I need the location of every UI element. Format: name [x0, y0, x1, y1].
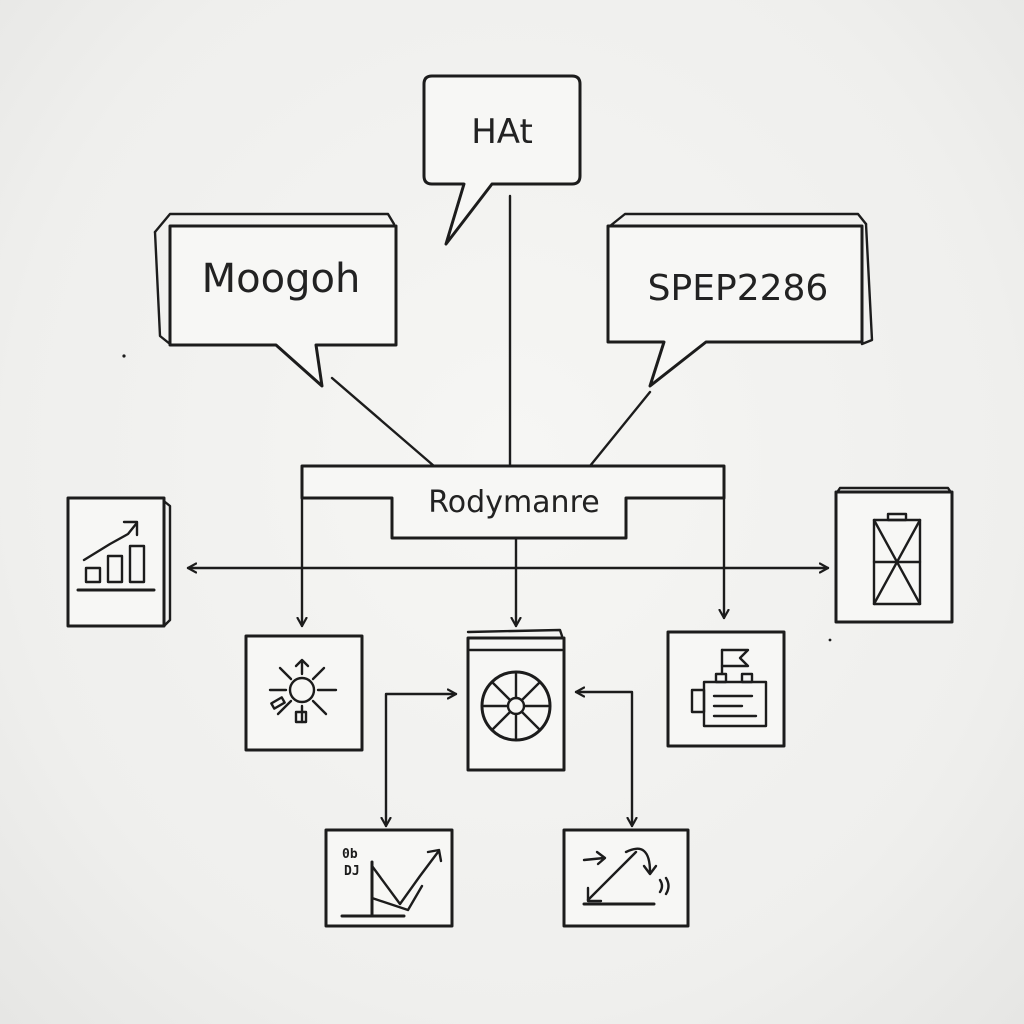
loop-arrows [386, 692, 632, 828]
line-graph-text-2: DJ [344, 864, 360, 879]
hub-arrows [186, 478, 830, 628]
speech-bubble-left: Moogoh [153, 212, 398, 388]
speech-bubble-right: SPEP2286 [606, 212, 874, 388]
hub-node: Rodymanre [300, 464, 726, 540]
hub-label: Rodymanre [428, 485, 599, 520]
bubble-right-label: SPEP2286 [648, 268, 829, 309]
arrow-loop-right [574, 692, 632, 828]
arrow-loop-left [386, 694, 458, 828]
connector-right [588, 390, 652, 468]
angle-arrows-icon [562, 828, 690, 928]
line-graph-icon: 0b DJ [324, 828, 454, 928]
bubble-left-label: Moogoh [202, 256, 361, 302]
speech-bubble-top: HAt [422, 74, 582, 246]
paper-speck [122, 354, 126, 358]
crossed-box-icon [834, 486, 954, 624]
bubble-connectors [330, 194, 652, 468]
paper-speck [828, 638, 832, 642]
growth-chart-icon [66, 496, 172, 628]
line-graph-text-1: 0b [342, 847, 358, 862]
connector-left [330, 376, 436, 468]
wheel-icon [466, 628, 566, 772]
sun-icon [244, 634, 364, 752]
machine-icon [666, 630, 786, 748]
bubble-top-label: HAt [471, 112, 533, 152]
